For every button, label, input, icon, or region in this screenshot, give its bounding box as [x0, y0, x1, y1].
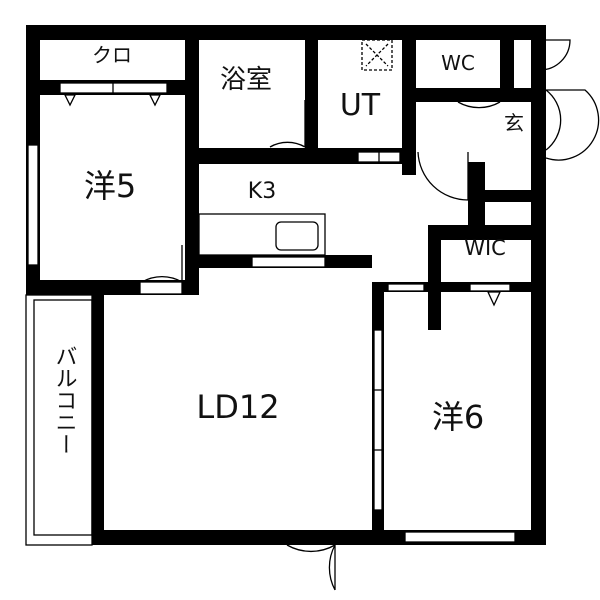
- windows: [25, 82, 516, 546]
- room-label-western6: 洋6: [432, 398, 484, 436]
- room-label-western5: 洋5: [84, 167, 136, 205]
- room-label-entrance: 玄: [504, 111, 524, 135]
- room-label-utility: UT: [340, 88, 381, 123]
- kitchen-counter: [198, 213, 326, 256]
- room-label-kitchen: K3: [248, 179, 276, 204]
- room-label-wic: WIC: [464, 236, 506, 260]
- doors: [63, 39, 600, 591]
- room-label-closet: クロ: [92, 43, 132, 67]
- room-label-toilet: WC: [441, 51, 475, 75]
- room-label-living: LD12: [196, 388, 279, 426]
- room-label-balcony: バルコニー: [52, 345, 77, 455]
- walls: [26, 25, 546, 545]
- room-label-bath: 浴室: [220, 65, 272, 95]
